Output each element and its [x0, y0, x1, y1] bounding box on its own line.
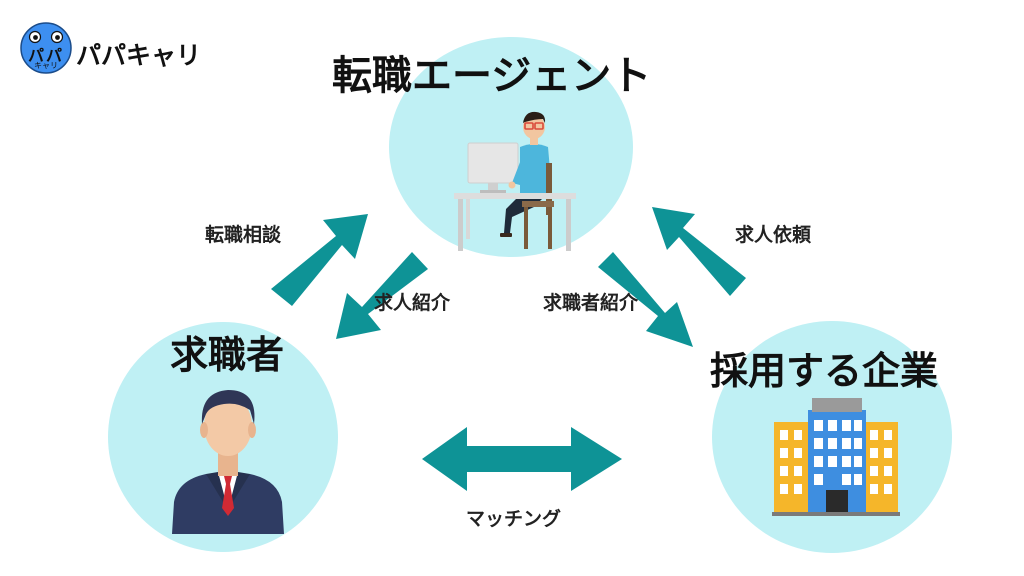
company-building-icon [772, 398, 900, 516]
brand-name: パパキャリ [76, 41, 202, 70]
job-request-arrow [652, 207, 746, 296]
seeker-title: 求職者 [170, 333, 285, 377]
consult-label: 転職相談 [205, 224, 282, 246]
consult-arrow [271, 214, 368, 306]
seeker-illustration-icon [172, 390, 284, 534]
job-request-label: 求人依頼 [735, 224, 812, 246]
company-title: 採用する企業 [710, 349, 939, 393]
agent-illustration-icon [454, 111, 576, 251]
candidate-intro-arrow [598, 252, 693, 347]
candidate-intro-label: 求職者紹介 [543, 292, 639, 314]
brand-logo-text: パパ [27, 46, 64, 65]
agent-title: 転職エージェント [332, 53, 652, 99]
matching-arrow [422, 427, 622, 491]
brand-logo-subtext: キャリ [34, 61, 58, 70]
job-intro-label: 求人紹介 [374, 292, 451, 314]
brand-logo-icon [20, 22, 72, 74]
brand-logo: パパ キャリ [20, 22, 72, 74]
job-intro-arrow [336, 252, 428, 339]
matching-label: マッチング [466, 508, 562, 530]
